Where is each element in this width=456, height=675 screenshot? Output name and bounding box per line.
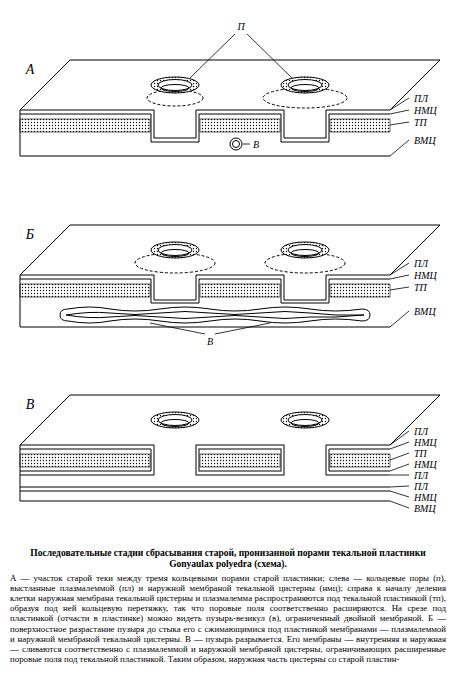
outer-cistern-membrane [199, 449, 281, 471]
thecal-plate [200, 454, 280, 467]
plate-outline [20, 225, 440, 275]
outer-cistern-membrane [20, 491, 390, 492]
plate-surface [20, 60, 440, 110]
thecal-plate [20, 284, 150, 297]
plasmalemma [20, 275, 390, 300]
ring-pore [288, 80, 322, 91]
panel-letter: А [26, 62, 35, 77]
plate-surface [20, 395, 440, 445]
ring-pore [151, 412, 199, 428]
layer-label: ТП [414, 448, 427, 459]
inner-cistern-membrane [20, 156, 390, 157]
ring-pore [281, 412, 329, 428]
vesicle [230, 138, 242, 150]
layer-label: ТП [414, 117, 427, 128]
layer-label: НМЦ [414, 459, 437, 470]
leader-line [390, 98, 409, 156]
section-edge [20, 275, 21, 327]
layer-label: ВМЦ [414, 135, 436, 146]
plate-surface [20, 225, 440, 275]
ring-pore [161, 250, 189, 257]
plate-outline [20, 60, 440, 110]
plasmalemma [20, 110, 390, 138]
figure-caption: А — участок старой теки между тремя коль… [10, 573, 446, 664]
layer-label: ПЛ [414, 470, 428, 481]
layer-label: ВМЦ [414, 306, 436, 317]
ring-pore [158, 415, 192, 426]
vesicle [66, 312, 364, 319]
section-edge [20, 445, 21, 501]
leader-line [390, 263, 409, 327]
layer-label: НМЦ [414, 492, 437, 503]
thecal-plate [20, 454, 150, 467]
vesicle [233, 141, 240, 148]
plasmalemma [196, 445, 284, 475]
layer-label: ПЛ [414, 258, 428, 269]
vesicle-label: В [207, 336, 213, 347]
thecal-plate [200, 284, 280, 297]
thecal-plate [330, 284, 390, 297]
thecal-plate [330, 454, 390, 467]
outer-cistern-membrane [329, 449, 390, 471]
inner-cistern-membrane [20, 501, 390, 502]
layer-label: ВМЦ [414, 503, 436, 514]
plasmalemma [20, 445, 154, 475]
ring-pore [161, 420, 189, 427]
plasmalemma [20, 487, 390, 488]
layer-label: НМЦ [414, 105, 437, 116]
figure-title: Последовательные стадии сбрасывания стар… [12, 548, 444, 570]
layer-label: ТП [414, 282, 427, 293]
vesicle-label: В [253, 139, 259, 150]
plasmalemma [326, 445, 390, 475]
panel-v [20, 395, 440, 508]
inner-cistern-membrane [20, 327, 390, 328]
ring-pore [158, 80, 192, 91]
leader-line [243, 144, 250, 145]
thecal-plate [330, 119, 390, 132]
outer-cistern-membrane [20, 449, 151, 471]
thecal-plate [200, 119, 280, 132]
leader-line [190, 34, 292, 78]
ring-pore [158, 245, 192, 256]
ring-pore [281, 242, 329, 258]
leader-line [390, 431, 409, 508]
section-edge [20, 110, 21, 156]
outer-cistern-membrane [20, 114, 390, 142]
ring-pore [288, 415, 322, 426]
layer-label: ПЛ [414, 93, 428, 104]
panel-letter: Б [26, 227, 34, 242]
panel-b [20, 225, 440, 334]
ring-pore [288, 245, 322, 256]
layer-label: НМЦ [414, 437, 437, 448]
pore-label: П [237, 21, 244, 32]
panel-letter: В [26, 397, 35, 412]
ring-pore [291, 420, 319, 427]
ring-pore [281, 77, 329, 93]
layer-label: ПЛ [414, 426, 428, 437]
panel-a [20, 34, 440, 156]
layer-label: ПЛ [414, 481, 428, 492]
layer-label: НМЦ [414, 270, 437, 281]
ring-pore [291, 85, 319, 92]
ring-pore [151, 242, 199, 258]
ring-pore [161, 85, 189, 92]
thecal-plate [20, 119, 150, 132]
ring-pore [291, 250, 319, 257]
leader-line [150, 323, 270, 334]
vesicle [60, 307, 370, 323]
ring-pore [151, 77, 199, 93]
outer-cistern-membrane [20, 279, 390, 303]
plate-outline [20, 395, 440, 445]
